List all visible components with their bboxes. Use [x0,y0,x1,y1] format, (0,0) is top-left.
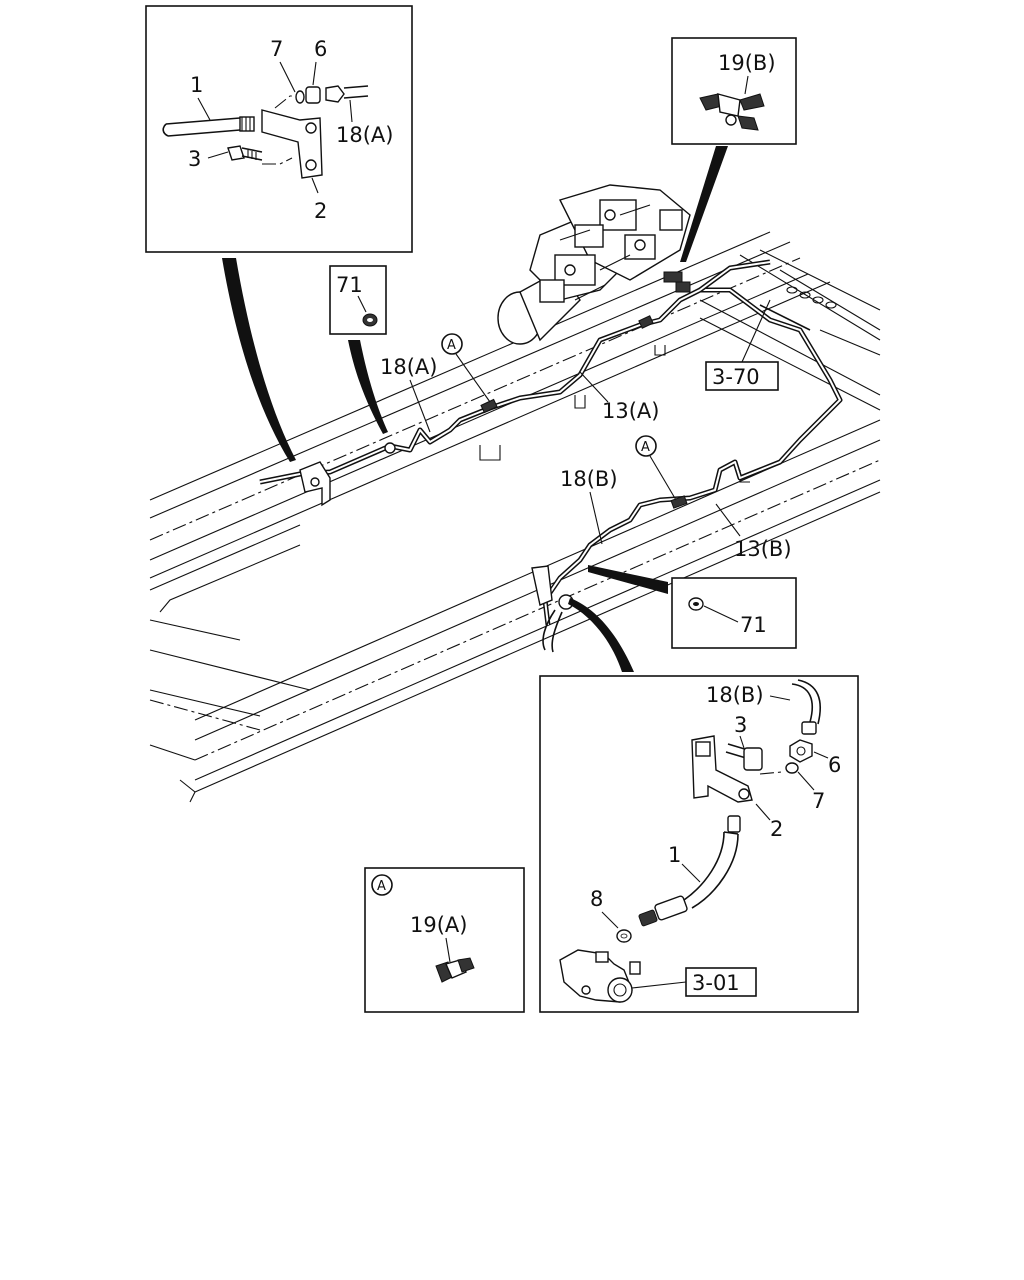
reference-3-70: 3-70 [712,365,760,389]
main-callouts: A 18(A) 13(A) 3-70 A 18(B) 13(B) [380,299,792,561]
reference-mark-a-2: A [641,440,650,455]
callout-top-6: 6 [314,37,327,61]
callout-main-13a: 13(A) [602,399,659,423]
callout-top-2: 2 [314,199,327,223]
reference-mark-a-1: A [447,338,456,353]
pointer-wedges [222,146,728,672]
inset-part-19a: A 19(A) [364,867,525,1013]
callout-br-1: 1 [668,843,681,867]
brake-valve-assembly [497,184,691,345]
inset-part-71-top: 71 [329,265,387,335]
callout-br-8: 8 [590,887,603,911]
callout-71-mid: 71 [740,613,767,637]
callout-br-3: 3 [734,713,747,737]
callout-main-13b: 13(B) [734,537,792,561]
reference-mark-a-inset: A [377,879,386,894]
brake-pipes [259,259,843,653]
callout-br-18b: 18(B) [706,683,764,707]
callout-main-18b: 18(B) [560,467,618,491]
inset-part-71-mid: 71 [671,577,797,649]
callout-19a: 19(A) [410,913,467,937]
inset-hose-bracket-top: 1 7 6 18(A) 3 2 [145,5,413,253]
callout-71-top: 71 [336,273,363,297]
inset-hose-bracket-bottom: 18(B) 6 7 3 2 1 8 [539,675,859,1013]
inset-part-19b: 19(B) [671,37,797,145]
callout-top-7: 7 [270,37,283,61]
callout-br-7: 7 [812,789,825,813]
callout-top-18a: 18(A) [336,123,393,147]
callout-br-2: 2 [770,817,783,841]
callout-top-1: 1 [190,73,203,97]
reference-3-01: 3-01 [692,971,740,995]
callout-main-18a: 18(A) [380,355,437,379]
callout-top-3: 3 [188,147,201,171]
callout-br-6: 6 [828,753,841,777]
callout-19b: 19(B) [718,51,776,75]
